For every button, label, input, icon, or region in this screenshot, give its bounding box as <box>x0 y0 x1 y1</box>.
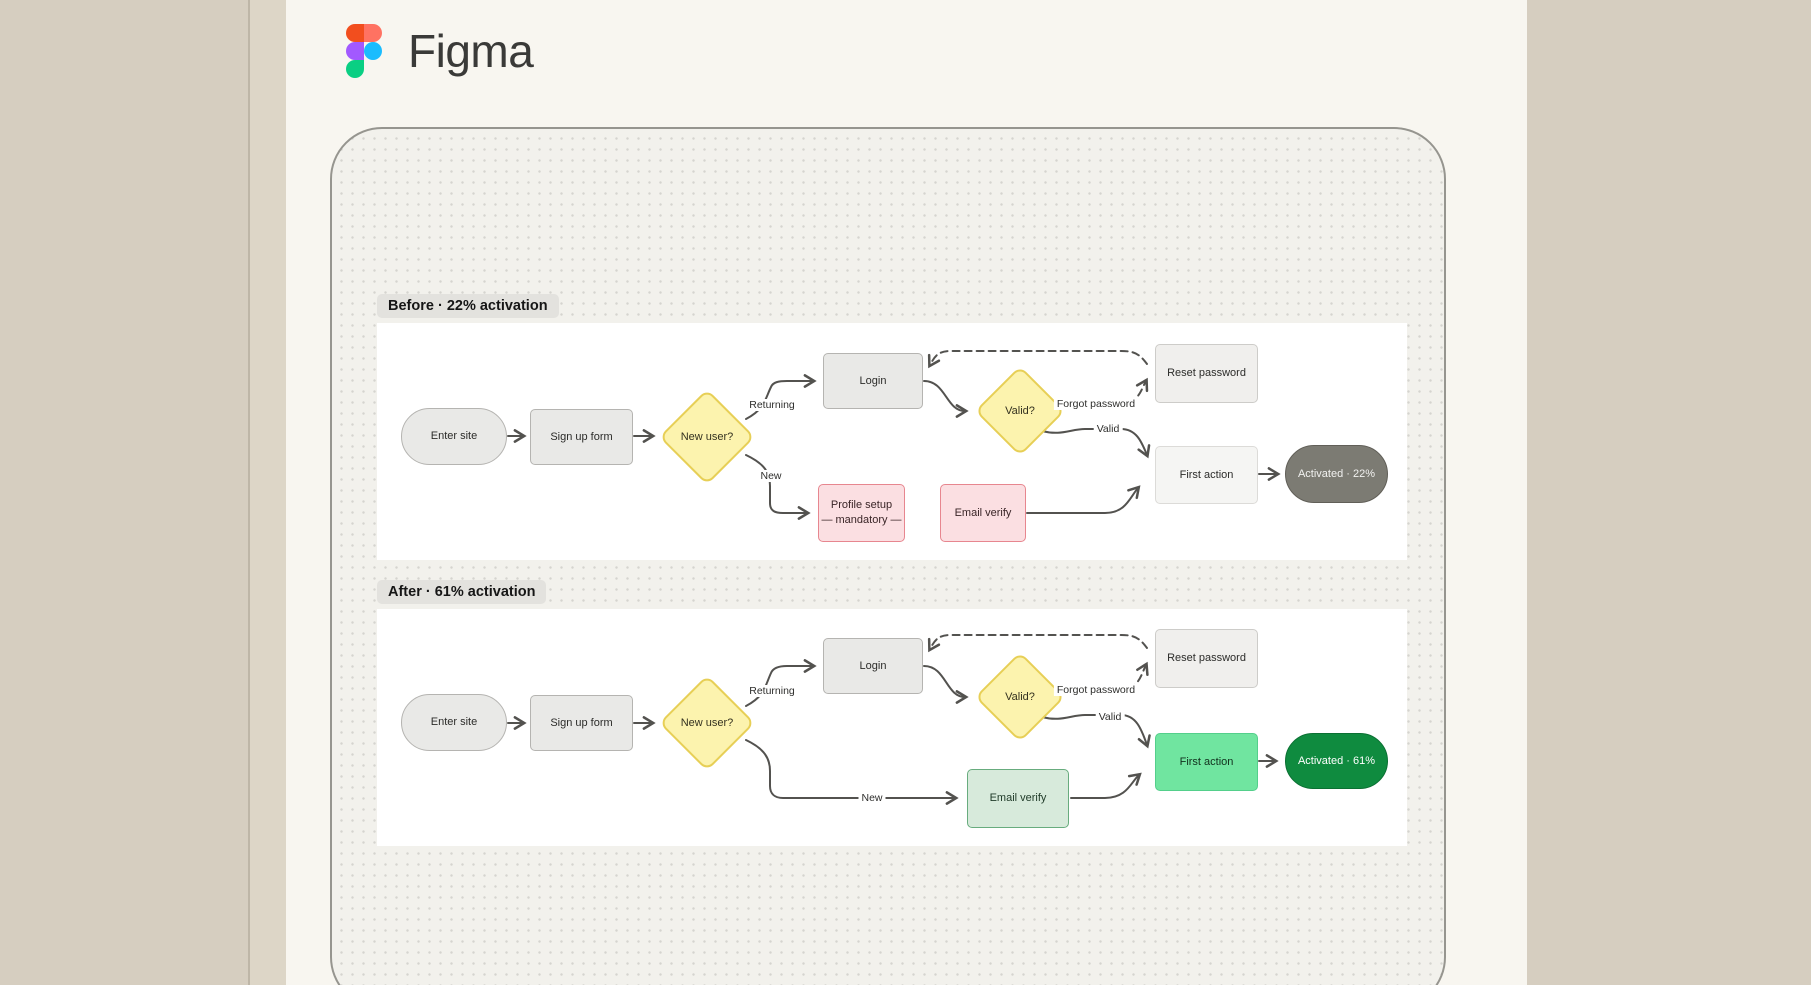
edge-label: Forgot password <box>1053 684 1139 696</box>
node-label: First action <box>1179 468 1234 481</box>
node-valid[interactable]: Valid? <box>974 365 1066 457</box>
figma-logo-cell <box>364 24 382 42</box>
node-sign-up-form[interactable]: Sign up form <box>530 695 633 751</box>
edge-connector <box>927 634 1148 653</box>
page-edge-strip <box>248 0 288 985</box>
node-profile-setup[interactable]: Profile setup — mandatory — <box>818 484 905 542</box>
node-label: Reset password <box>1167 652 1246 665</box>
node-enter-site[interactable]: Enter site <box>401 408 507 465</box>
node-label: Activated · 61% <box>1297 754 1376 767</box>
node-label: Enter site <box>430 716 478 729</box>
edge-connector <box>923 380 969 418</box>
node-label: Valid? <box>1005 691 1035 703</box>
figma-logo-cell <box>346 60 364 78</box>
node-label: Sign up form <box>550 716 613 729</box>
edge-connector <box>745 739 959 805</box>
edge-connector <box>927 350 1148 369</box>
node-activated[interactable]: Activated · 61% <box>1285 733 1388 789</box>
node-new-user[interactable]: New user? <box>658 388 756 486</box>
edge-connector <box>1026 485 1141 514</box>
edge-label: New <box>858 792 886 804</box>
header: Figma <box>346 24 534 78</box>
node-valid[interactable]: Valid? <box>974 651 1066 743</box>
node-label: New user? <box>680 717 734 729</box>
node-reset-password[interactable]: Reset password <box>1155 629 1258 688</box>
node-label: Reset password <box>1167 367 1246 380</box>
edge-label: New <box>757 470 785 482</box>
node-enter-site[interactable]: Enter site <box>401 694 507 751</box>
edge-label: Returning <box>746 399 798 411</box>
node-label: Email verify <box>954 506 1012 519</box>
node-label: First action <box>1179 755 1234 768</box>
edge-label: Valid <box>1095 711 1125 723</box>
node-label: Activated · 22% <box>1297 467 1376 480</box>
flow-badge-after: After · 61% activation <box>377 580 547 604</box>
edge-label: Valid <box>1093 423 1123 435</box>
page-title: Figma <box>408 25 534 77</box>
flow-badge-before: Before · 22% activation <box>377 294 559 318</box>
edge-label: Forgot password <box>1053 398 1139 410</box>
figma-logo-cell <box>346 42 364 60</box>
node-label: Login <box>859 374 887 387</box>
node-login[interactable]: Login <box>823 638 923 694</box>
node-email-verify[interactable]: Email verify <box>940 484 1026 542</box>
node-activated[interactable]: Activated · 22% <box>1285 445 1388 503</box>
node-new-user[interactable]: New user? <box>658 674 756 772</box>
figma-logo-icon <box>346 24 382 78</box>
node-first-action[interactable]: First action <box>1155 446 1258 504</box>
node-sublabel: — mandatory — <box>821 514 902 526</box>
figma-logo-cell <box>364 42 382 60</box>
node-label: Valid? <box>1005 405 1035 417</box>
edge-connector <box>923 665 969 704</box>
edge-connector <box>1070 772 1142 799</box>
node-label: Email verify <box>989 792 1047 805</box>
node-email-verify[interactable]: Email verify <box>967 769 1069 828</box>
node-login[interactable]: Login <box>823 353 923 409</box>
node-label: Profile setup <box>830 499 893 512</box>
figma-logo-cell <box>346 24 364 42</box>
node-label: New user? <box>680 431 734 443</box>
edge-label: Returning <box>746 685 798 697</box>
node-sign-up-form[interactable]: Sign up form <box>530 409 633 465</box>
node-label: Login <box>859 659 887 672</box>
node-label: Sign up form <box>550 430 613 443</box>
edge-connector <box>745 454 811 520</box>
node-first-action[interactable]: First action <box>1155 733 1258 791</box>
node-label: Enter site <box>430 430 478 443</box>
node-reset-password[interactable]: Reset password <box>1155 344 1258 403</box>
